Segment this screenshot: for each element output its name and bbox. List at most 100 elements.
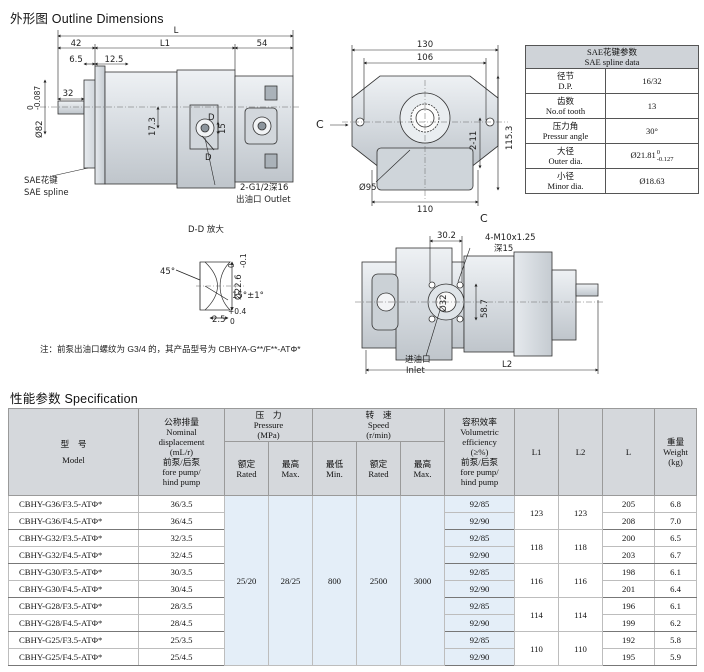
- cell-model: CBHY-G28/F4.5-ATΦ*: [8, 614, 139, 632]
- cell-L: 208: [602, 512, 656, 530]
- cell-L2: 118: [558, 529, 604, 564]
- dim-15: 15: [218, 123, 228, 134]
- cell-displacement: 36/4.5: [138, 512, 225, 530]
- side-view: [40, 65, 300, 189]
- cell-weight: 6.1: [654, 563, 698, 581]
- cell-model: CBHY-G36/F3.5-ATΦ*: [8, 495, 139, 513]
- c-body-rear: [513, 251, 553, 357]
- sae-row-value: 13: [605, 93, 699, 119]
- cell-L1: 114: [514, 597, 560, 632]
- cell-model: CBHY-G30/F3.5-ATΦ*: [8, 563, 139, 581]
- cell-volumetric: 92/90: [444, 614, 516, 632]
- inlet-label-en: Inlet: [406, 366, 425, 376]
- cell-L1: 118: [514, 529, 560, 564]
- sae-table-header: SAE花键参数 SAE spline data: [525, 45, 699, 69]
- dim-d82-tol: 0: [26, 105, 35, 110]
- dim-54: 54: [257, 39, 268, 49]
- cell-speed-rated: 2500: [356, 495, 401, 666]
- cell-displacement: 28/3.5: [138, 597, 225, 615]
- outlet-label-en: 出油口 Outlet: [236, 194, 291, 205]
- dim-2-11: 2-11: [469, 131, 479, 150]
- cell-displacement: 28/4.5: [138, 614, 225, 632]
- cell-displacement: 25/3.5: [138, 631, 225, 649]
- cell-model: CBHY-G36/F4.5-ATΦ*: [8, 512, 139, 530]
- shaft: [57, 100, 85, 115]
- cell-volumetric: 92/90: [444, 580, 516, 598]
- cell-displacement: 32/4.5: [138, 546, 225, 564]
- sae-row-value: 16/32: [605, 68, 699, 94]
- dim-L: L: [174, 26, 179, 36]
- cell-weight: 6.4: [654, 580, 698, 598]
- dd-title: D-D 放大: [188, 224, 224, 235]
- dd-2-5: 2.5: [212, 315, 226, 325]
- dim-42: 42: [71, 39, 82, 49]
- sae-row-value: 30°: [605, 118, 699, 144]
- dd-d22-6-tol2: -0.1: [239, 253, 248, 268]
- c-dims: [365, 236, 599, 374]
- cell-weight: 5.8: [654, 631, 698, 649]
- c-view: [355, 247, 604, 361]
- dim-115-3: 115.3: [505, 126, 515, 150]
- label-D-bottom: D: [205, 153, 212, 163]
- view-C-marker: C: [316, 118, 324, 131]
- front-pump-body: [104, 71, 178, 185]
- cell-model: CBHY-G25/F4.5-ATΦ*: [8, 648, 139, 666]
- cell-L1: 123: [514, 495, 560, 530]
- dd-2-5-tol: +0.4: [228, 307, 246, 316]
- cell-weight: 5.9: [654, 648, 698, 666]
- cell-weight: 6.7: [654, 546, 698, 564]
- dim-d32: Ø32: [438, 294, 449, 312]
- dim-130: 130: [417, 40, 433, 50]
- dim-32: 32: [63, 89, 74, 99]
- dim-d82: Ø82: [34, 120, 45, 138]
- cell-model: CBHY-G28/F3.5-ATΦ*: [8, 597, 139, 615]
- dd-2-5-tol2: 0: [230, 317, 235, 326]
- cell-displacement: 30/4.5: [138, 580, 225, 598]
- cell-L2: 114: [558, 597, 604, 632]
- cell-L: 205: [602, 495, 656, 513]
- cell-displacement: 25/4.5: [138, 648, 225, 666]
- cell-volumetric: 92/90: [444, 648, 516, 666]
- dim-110: 110: [417, 205, 433, 215]
- cell-volumetric: 92/90: [444, 512, 516, 530]
- label-D-top: D: [208, 113, 215, 123]
- cell-weight: 6.8: [654, 495, 698, 513]
- dim-12-5: 12.5: [105, 55, 124, 65]
- cell-weight: 6.1: [654, 597, 698, 615]
- dim-deep15: 深15: [494, 244, 513, 254]
- cell-L2: 110: [558, 631, 604, 666]
- col-L: L: [602, 408, 656, 496]
- dim-58-7: 58.7: [480, 299, 490, 318]
- dd-d22-6-tol: 0: [227, 263, 236, 268]
- cell-displacement: 30/3.5: [138, 563, 225, 581]
- cell-L: 192: [602, 631, 656, 649]
- cell-L1: 116: [514, 563, 560, 598]
- dim-d95: Ø95: [359, 182, 377, 193]
- front-view: [342, 75, 508, 200]
- outline-drawing: L 42 L1 54 6.5 12.5 32 Ø82 0 -0.087 17.3…: [24, 26, 604, 376]
- dim-m10: 4-M10x1.25: [485, 233, 536, 243]
- cell-L: 201: [602, 580, 656, 598]
- cell-speed-max: 3000: [399, 495, 446, 666]
